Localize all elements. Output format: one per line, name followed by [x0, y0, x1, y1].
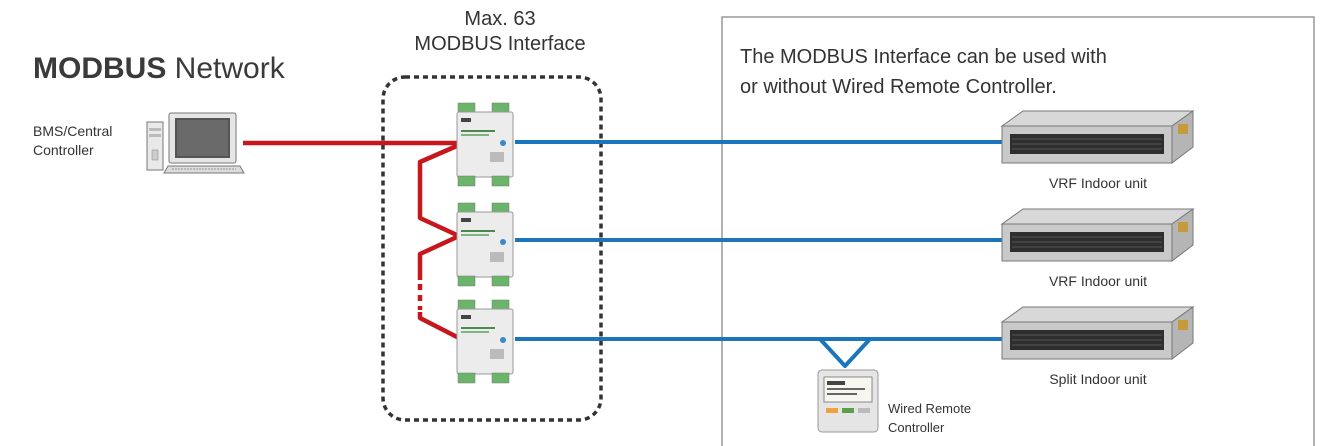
interface-group-line1: Max. 63: [464, 8, 536, 30]
indoor-unit-2-icon: [1000, 208, 1195, 263]
modbus-interface-module-1: [456, 102, 514, 187]
usage-note-line1: The MODBUS Interface can be used with: [740, 46, 1107, 68]
bms-computer-icon: [146, 112, 245, 174]
indoor-unit-1-icon: [1000, 110, 1195, 165]
unit-area-box: [721, 16, 1315, 446]
indoor-wiring: [515, 140, 1005, 368]
usage-note-line2: or without Wired Remote Controller.: [740, 76, 1057, 98]
title-bold: MODBUS: [33, 52, 167, 85]
page-title: MODBUS Network: [33, 52, 285, 86]
indoor-unit-2-label: VRF Indoor unit: [1048, 273, 1148, 289]
interface-group-label: Max. 63 MODBUS Interface: [380, 7, 620, 57]
remote-controller-label-line1: Wired Remote: [888, 401, 972, 416]
remote-controller-label: Wired Remote Controller: [888, 399, 988, 437]
bms-label-line2: Controller: [33, 142, 94, 158]
interface-group-line2: MODBUS Interface: [414, 33, 586, 55]
title-rest: Network: [166, 52, 285, 85]
modbus-interface-module-3: [456, 299, 514, 384]
indoor-unit-1-label: VRF Indoor unit: [1048, 175, 1148, 191]
indoor-unit-3-label: Split Indoor unit: [1049, 371, 1147, 387]
usage-note: The MODBUS Interface can be used with or…: [740, 42, 1240, 102]
modbus-interface-module-2: [456, 202, 514, 287]
bms-label-line1: BMS/Central: [33, 123, 113, 139]
modbus-wiring: [243, 140, 461, 341]
bms-label: BMS/Central Controller: [33, 122, 143, 160]
wired-remote-controller-icon: [817, 369, 879, 433]
remote-controller-label-line2: Controller: [888, 420, 945, 435]
indoor-unit-3-icon: [1000, 306, 1195, 361]
